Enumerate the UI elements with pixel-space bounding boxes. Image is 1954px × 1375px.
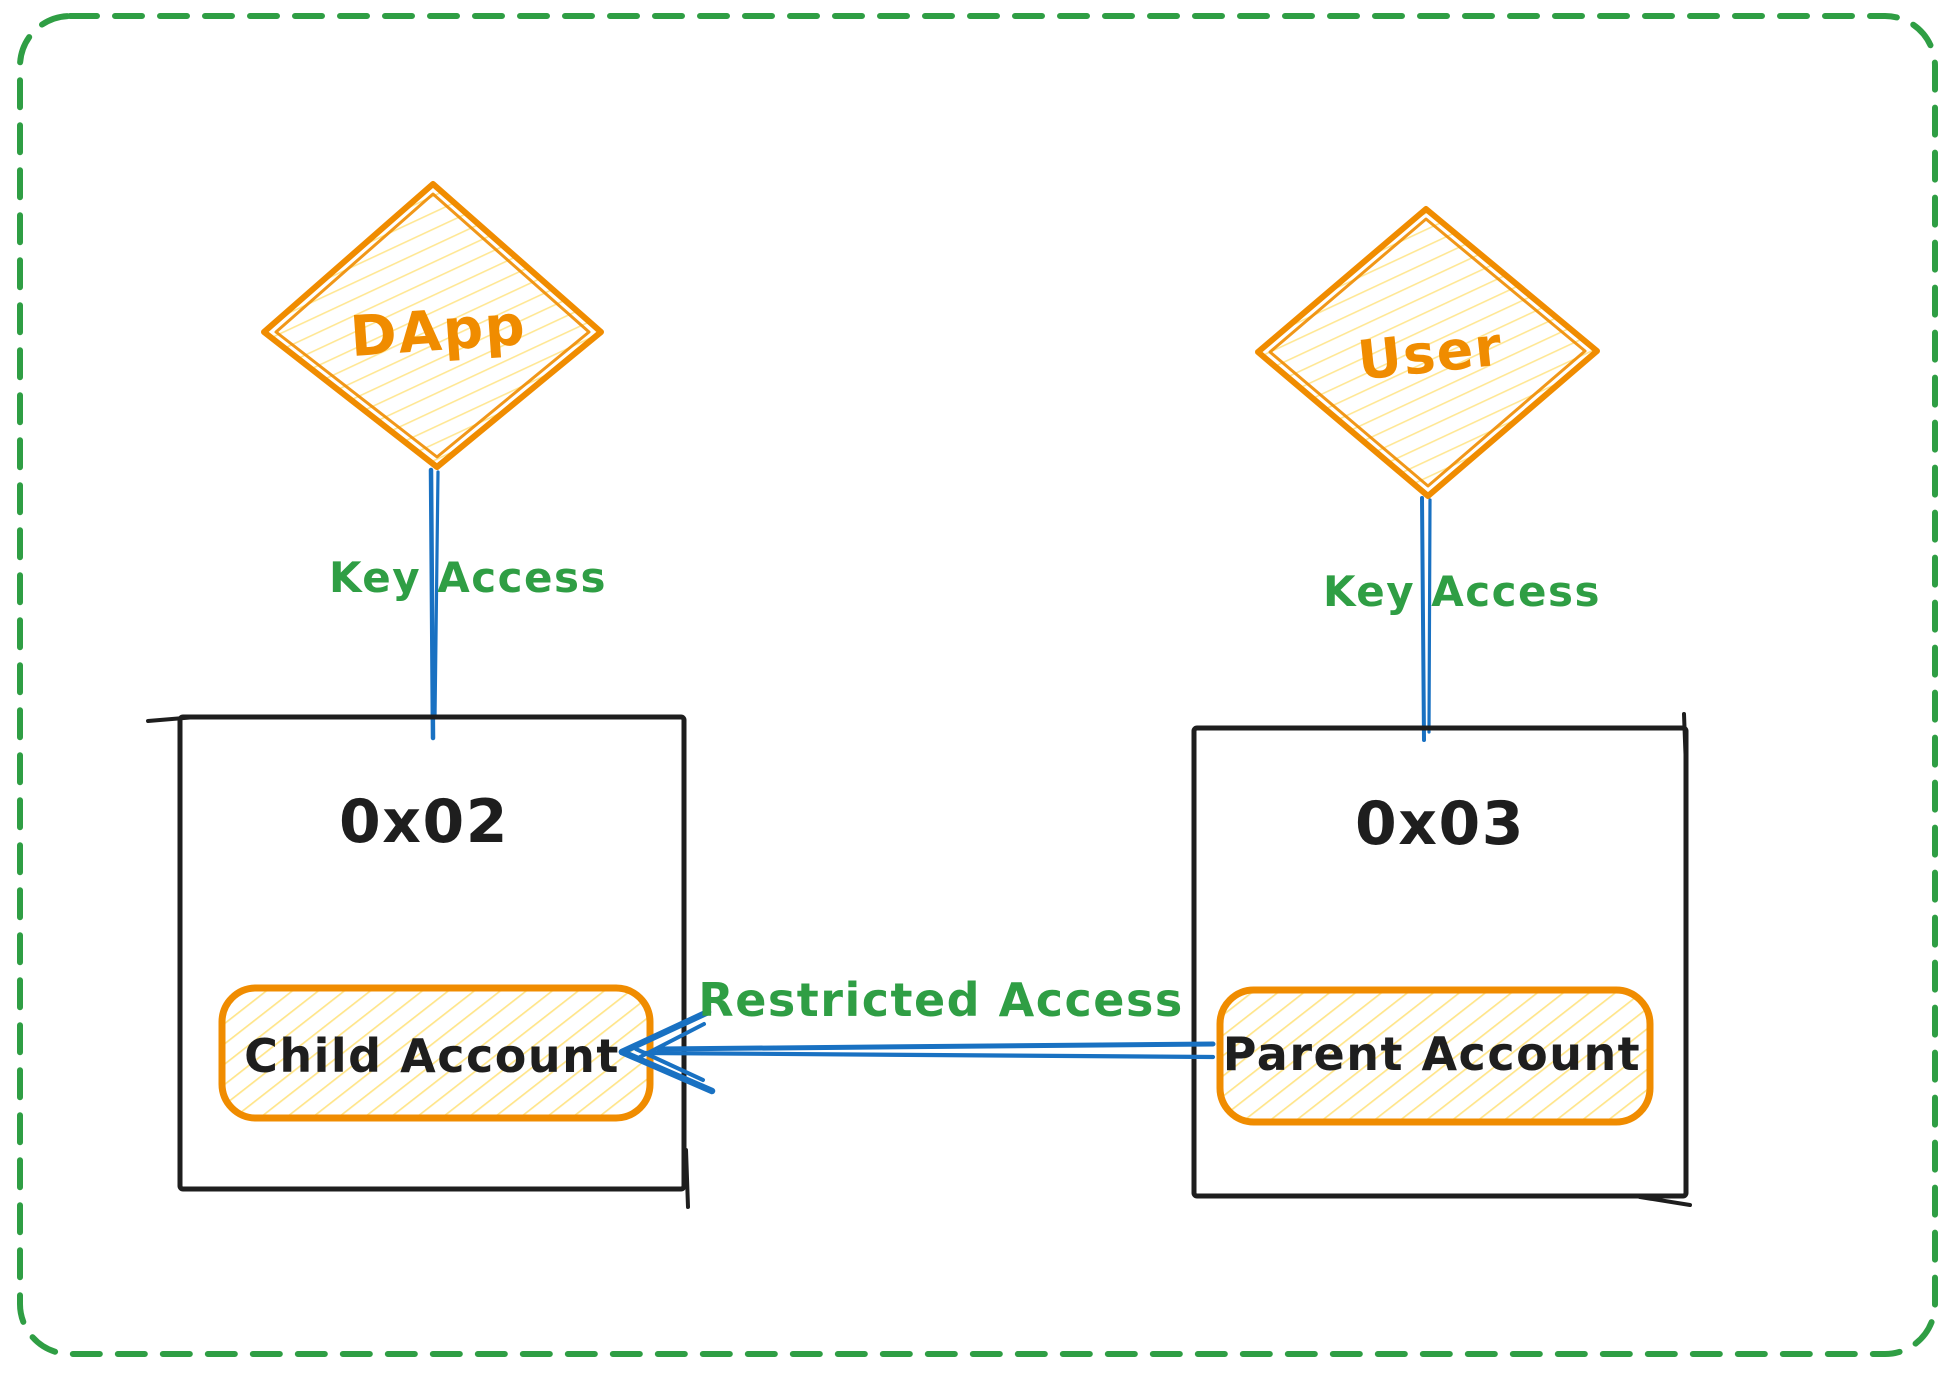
- sketch-overshoot: [146, 715, 198, 723]
- arrow-shaft-2: [642, 1050, 1216, 1060]
- user-key-access-line: [1420, 496, 1432, 742]
- dapp-label: DApp: [348, 293, 528, 370]
- parent-account-outline: [1216, 986, 1654, 1126]
- connector-line-2: [1427, 498, 1432, 734]
- user-key-access-label: Key Access: [1323, 567, 1601, 616]
- arrow-shaft: [655, 1041, 1216, 1052]
- dapp-key-access-label: Key Access: [329, 553, 607, 602]
- connector-line: [1420, 496, 1426, 742]
- canvas-border: [17, 13, 1938, 1357]
- sketch-overshoot: [684, 1148, 690, 1209]
- user-diamond-outline: [1255, 206, 1600, 499]
- connector-line: [428, 467, 436, 741]
- parent-account-label: Parent Account: [1223, 1027, 1641, 1081]
- restricted-access-arrow: [618, 1008, 1216, 1095]
- dapp-diamond-node: DApp: [261, 181, 604, 470]
- sketch-overshoot: [1682, 712, 1688, 770]
- dapp-diamond-outline: [261, 181, 604, 470]
- user-label: User: [1355, 315, 1506, 393]
- account-0x02-box: 0x02 Child Account: [146, 714, 690, 1209]
- connector-line-2: [433, 470, 440, 720]
- dapp-diamond-outline-2: [274, 192, 591, 459]
- account-0x03-outline: [1191, 725, 1689, 1199]
- account-0x02-label: 0x02: [339, 787, 509, 857]
- user-diamond-node: User: [1255, 206, 1600, 499]
- parent-account-pill: Parent Account: [1216, 986, 1654, 1126]
- child-account-label: Child Account: [244, 1029, 620, 1083]
- child-account-pill: Child Account: [218, 984, 654, 1122]
- child-account-fill: [222, 988, 650, 1118]
- restricted-access-label: Restricted Access: [698, 973, 1183, 1027]
- account-0x03-box: 0x03 Parent Account: [1191, 712, 1692, 1207]
- sketch-overshoot: [1638, 1195, 1692, 1207]
- dapp-key-access-line: [428, 467, 440, 741]
- user-diamond-outline-2: [1268, 217, 1587, 488]
- account-0x03-label: 0x03: [1355, 789, 1525, 859]
- parent-account-fill: [1220, 990, 1650, 1122]
- arrowhead-icon: [618, 1008, 716, 1095]
- account-0x02-outline: [177, 714, 687, 1192]
